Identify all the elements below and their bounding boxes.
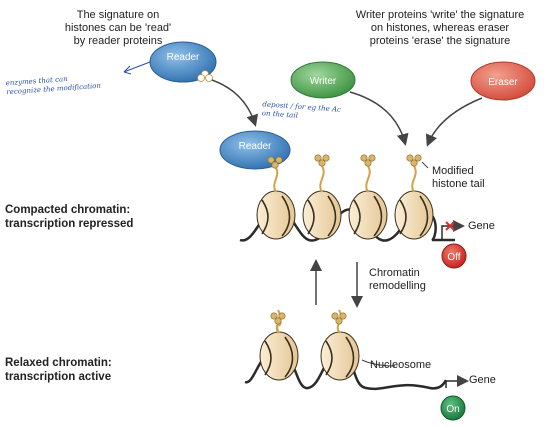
- reader-arrow: [211, 79, 259, 127]
- eraser-protein: Eraser: [470, 61, 536, 101]
- nucleosome-1: [256, 190, 296, 240]
- gene-arrow-active: [445, 375, 469, 388]
- off-label: Off: [447, 252, 460, 263]
- relaxed-chromatin: [244, 309, 469, 391]
- nucleosome-pointer: [361, 359, 396, 367]
- writer-annotation-line-3: proteins 'erase' the signature: [369, 35, 511, 47]
- on-label: On: [446, 404, 459, 415]
- histone-tail-3: [360, 154, 376, 193]
- nucleosome-3: [348, 190, 388, 240]
- remodelling-line-1: Chromatin: [369, 267, 420, 279]
- gene-arrow-repressed: [441, 220, 465, 240]
- histone-tail-5: [270, 309, 286, 334]
- remodelling-label: Chromatin remodelling: [369, 267, 426, 293]
- nucleosome-5: [259, 331, 299, 381]
- modified-tail-label: Modified histone tail: [432, 165, 485, 191]
- relaxed-chromatin-label: Relaxed chromatin: transcription active: [5, 356, 112, 384]
- writer-annotation-line-1: Writer proteins 'write' the signature: [355, 9, 525, 21]
- relaxed-line-1: Relaxed chromatin:: [5, 357, 112, 369]
- reader-protein-top: Reader: [149, 41, 217, 83]
- repressed-cross: [445, 221, 455, 231]
- eraser-arrow: [425, 97, 483, 147]
- relaxed-line-2: transcription active: [5, 371, 112, 383]
- reader-annotation-line-1: The signature on: [76, 9, 160, 21]
- modified-tail-line-1: Modified: [432, 165, 474, 177]
- off-indicator: Off: [441, 243, 467, 269]
- nucleosome-4: [394, 190, 434, 240]
- compacted-chromatin: [239, 154, 465, 242]
- writer-annotation: Writer proteins 'write' the signature on…: [334, 9, 546, 48]
- writer-label: Writer: [310, 76, 337, 87]
- remodelling-line-2: remodelling: [369, 280, 426, 292]
- gene-label-bottom: Gene: [469, 374, 496, 386]
- nucleosome-label: Nucleosome: [370, 359, 432, 371]
- histone-tail-6: [331, 309, 347, 334]
- writer-arrow: [349, 91, 409, 146]
- compacted-line-2: transcription repressed: [5, 218, 134, 230]
- reader-annotation-line-3: by reader proteins: [73, 35, 163, 47]
- writer-protein: Writer: [290, 61, 356, 99]
- histone-tail-1: [267, 156, 283, 193]
- handwritten-arrow: [123, 61, 151, 73]
- nucleosome-6: [320, 331, 360, 381]
- histone-tail-4-modified: [406, 154, 422, 193]
- modified-tail-line-2: histone tail: [432, 178, 485, 190]
- reader-bound-label: Reader: [239, 141, 272, 152]
- reader-annotation: The signature on histones can be 'read' …: [52, 9, 184, 48]
- reader-annotation-line-2: histones can be 'read': [64, 22, 172, 34]
- gene-label-top: Gene: [468, 220, 495, 232]
- compacted-line-1: Compacted chromatin:: [5, 204, 131, 216]
- on-indicator: On: [440, 395, 466, 421]
- nucleosome-2: [302, 190, 342, 240]
- modified-tail-pointer: [421, 161, 429, 169]
- histone-tail-2: [314, 154, 330, 193]
- writer-annotation-line-2: on histones, whereas eraser: [370, 22, 510, 34]
- reader-top-label: Reader: [167, 52, 200, 63]
- compacted-chromatin-label: Compacted chromatin: transcription repre…: [5, 203, 133, 231]
- eraser-label: Eraser: [488, 77, 518, 88]
